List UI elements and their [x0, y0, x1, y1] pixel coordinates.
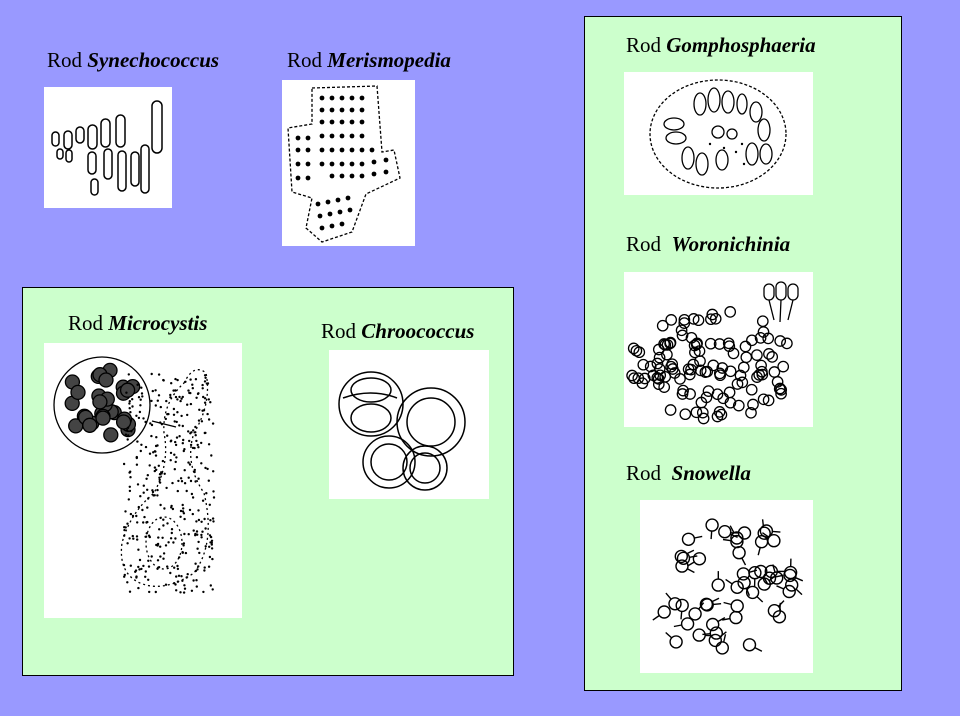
label-merismopedia: Rod Merismopedia	[287, 48, 451, 73]
microcystis-illustration	[44, 343, 242, 618]
merismopedia-illustration	[282, 80, 415, 246]
chroococcus-illustration	[329, 350, 489, 499]
label-gomphosphaeria: Rod Gomphosphaeria	[626, 33, 816, 58]
woronichinia-illustration	[624, 272, 813, 427]
label-woronichinia: Rod Woronichinia	[626, 232, 790, 257]
synechococcus-illustration	[44, 87, 172, 208]
label-synechococcus: Rod Synechococcus	[47, 48, 219, 73]
snowella-illustration	[640, 500, 813, 673]
label-snowella: Rod Snowella	[626, 461, 751, 486]
label-microcystis: Rod Microcystis	[68, 311, 207, 336]
label-chroococcus: Rod Chroococcus	[321, 319, 474, 344]
gomphosphaeria-illustration	[624, 72, 813, 195]
